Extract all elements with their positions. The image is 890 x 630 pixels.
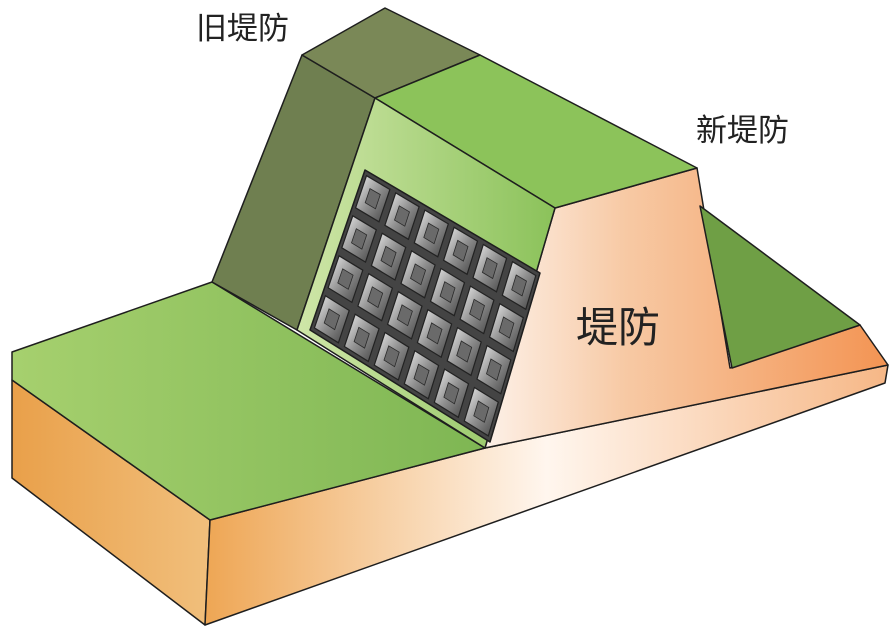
left-ground: [11, 281, 486, 521]
revetment-block-face: [380, 245, 397, 268]
revetment-block-face: [456, 340, 473, 363]
revetment-block-face: [469, 298, 485, 321]
revetment-block-face: [423, 222, 440, 245]
revetment-block-face: [364, 188, 381, 210]
revetment-block-face: [394, 205, 410, 227]
revetment-block-face: [367, 286, 384, 309]
revetment-block-grid: [313, 174, 537, 437]
new-embankment-label: 新堤防: [696, 113, 789, 149]
revetment-block-face: [410, 263, 427, 286]
revetment-block-face: [413, 363, 430, 386]
revetment-block-face: [486, 358, 502, 381]
revetment-block-face: [452, 239, 469, 262]
revetment-block-face: [473, 400, 490, 423]
revetment-block-face: [439, 281, 456, 304]
revetment-block-face: [351, 228, 368, 250]
revetment-block-face: [337, 268, 354, 290]
right-ground: [699, 205, 861, 369]
old-embankment-label: 旧堤防: [196, 11, 289, 47]
revetment-block-face: [443, 381, 460, 405]
revetment-block-face: [498, 316, 515, 339]
revetment-block-face: [323, 308, 340, 331]
revetment-block-face: [353, 326, 370, 349]
revetment-block-face: [426, 322, 443, 345]
revetment-block-face: [481, 257, 498, 280]
revetment-block-face: [396, 304, 413, 327]
revetment-block-face: [511, 274, 527, 297]
embankment-label: 堤防: [576, 303, 661, 352]
revetment-block-face: [383, 345, 400, 368]
